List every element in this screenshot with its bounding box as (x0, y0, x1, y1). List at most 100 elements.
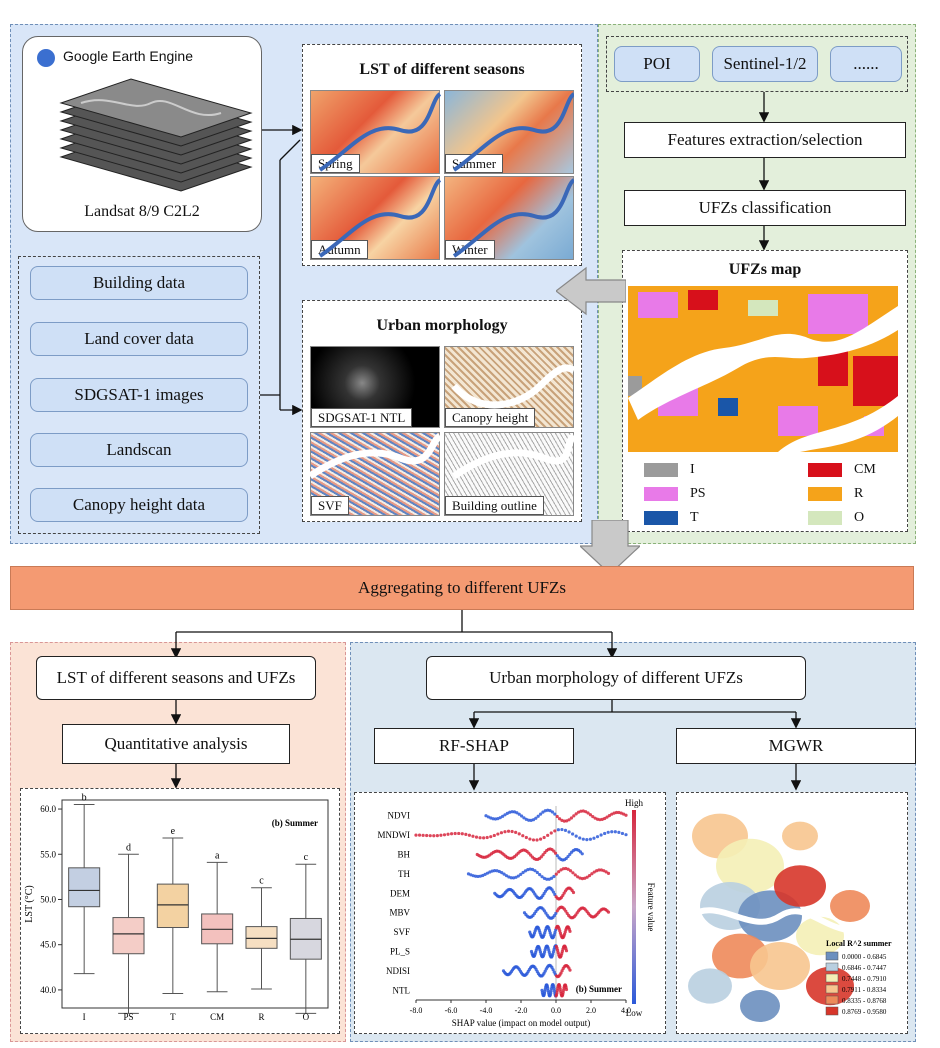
shap-point (519, 872, 523, 876)
mgwr-legend-label: 0.7448 - 0.7910 (842, 975, 887, 983)
shap-point (545, 877, 549, 881)
shap-point (503, 830, 507, 834)
gee-product: Landsat 8/9 C2L2 (84, 203, 200, 220)
shap-point (572, 814, 576, 818)
shap-point (546, 833, 550, 837)
legend-swatch (808, 487, 842, 501)
shap-point (528, 837, 532, 841)
morph-ufz-box: Urban morphology of different UFZs (426, 656, 806, 700)
shap-point (523, 869, 528, 873)
mgwr-region (774, 865, 826, 907)
aggregate-bar: Aggregating to different UFZs (10, 566, 914, 610)
shap-point (550, 810, 555, 814)
shap-point (534, 816, 538, 820)
shap-point (499, 831, 504, 835)
shap-point (586, 811, 590, 815)
shap-row (501, 963, 572, 979)
shap-point (517, 832, 521, 836)
mgwr-region (782, 821, 818, 851)
shap-point (464, 832, 468, 836)
x-tick-label: I (83, 1012, 86, 1022)
shap-point (538, 872, 542, 877)
panel-label: (b) Summer (576, 984, 622, 994)
mgwr-region (716, 838, 784, 894)
shap-point (503, 813, 507, 817)
shap-point (457, 831, 461, 836)
shap-point (524, 835, 528, 840)
x-tick-label: -2.0 (515, 1006, 528, 1015)
feature-label: NDISI (386, 966, 410, 976)
lst-seasons-title: LST of different seasons (359, 61, 525, 78)
shap-point (605, 815, 609, 819)
satellite-image-stack (59, 78, 253, 192)
shap-point (588, 813, 593, 817)
shap-point (568, 852, 572, 856)
data-sources-box (18, 256, 260, 534)
shap-point (474, 874, 478, 878)
shap-point (563, 828, 568, 832)
shap-point (526, 868, 530, 872)
significance-letter: e (171, 826, 176, 837)
legend-swatch (644, 487, 678, 501)
x-tick-label: PS (123, 1012, 133, 1022)
feature-label: MBV (389, 908, 410, 918)
shap-point (498, 816, 502, 820)
legend-label: R (854, 486, 864, 501)
shap-point (595, 817, 600, 821)
shap-point (568, 968, 572, 972)
feature-label: PL_S (390, 947, 410, 957)
shap-point (504, 874, 509, 878)
significance-letter: c (304, 852, 309, 863)
box-R (245, 926, 278, 949)
shap-point (509, 876, 513, 880)
shap-point (527, 818, 531, 822)
shap-point (425, 833, 429, 838)
box-PS (112, 917, 145, 955)
mgwr-legend-swatch (825, 1006, 839, 1016)
input-sentinel: Sentinel-1/2 (712, 46, 818, 82)
mgwr-legend-label: 0.8335 - 0.8768 (842, 997, 887, 1005)
building-outline-map: Building outline (444, 432, 574, 516)
aggregate-label: Aggregating to different UFZs (358, 578, 566, 597)
shap-row (466, 866, 611, 881)
shap-point (535, 838, 539, 842)
shap-row (484, 808, 628, 823)
shap-point (624, 833, 628, 837)
ufz-legend-item: PS (644, 486, 706, 502)
x-tick-label: -4.0 (480, 1006, 493, 1015)
ufz-legend-item: CM (808, 462, 876, 478)
morph-label: SDGSAT-1 NTL (311, 408, 413, 427)
shap-row (414, 827, 628, 842)
legend-label: I (690, 462, 695, 477)
shap-point (597, 868, 601, 872)
river-line (688, 907, 882, 934)
shap-point (552, 849, 556, 853)
mgwr-box: MGWR (676, 728, 916, 764)
shap-row (522, 905, 611, 920)
shap-point (607, 814, 611, 818)
shap-point (554, 911, 558, 915)
shap-point (585, 875, 589, 879)
shap-point (538, 837, 543, 841)
shap-point (558, 987, 562, 991)
shap-point (606, 910, 611, 914)
significance-letter: d (126, 842, 131, 853)
shap-point (414, 833, 418, 837)
ufz-legend-item: T (644, 510, 699, 526)
plot-area (61, 799, 329, 1009)
data-source-item: Canopy height data (30, 488, 248, 522)
shap-point (522, 816, 526, 820)
shap-point (560, 827, 564, 832)
shap-point (510, 829, 514, 834)
feature-label: TH (398, 869, 410, 879)
shap-point (559, 868, 563, 872)
shap-point (519, 814, 524, 818)
shap-point (604, 870, 608, 874)
feature-label: DEM (390, 888, 410, 898)
shap-point (496, 832, 500, 836)
shap-point (553, 851, 558, 855)
x-tick-label: CM (210, 1012, 224, 1022)
shap-point (449, 832, 454, 836)
